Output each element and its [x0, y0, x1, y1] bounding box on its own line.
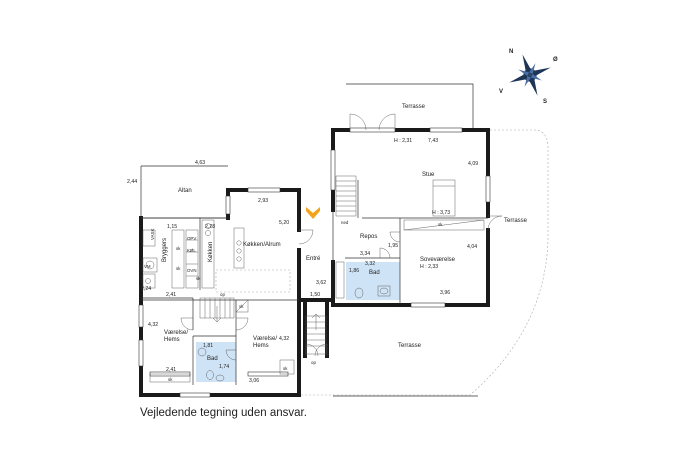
- label-sk-sovevaerelse: sk: [438, 222, 443, 227]
- height-233: H : 2,33: [420, 264, 438, 270]
- wardrobes: [149, 179, 485, 383]
- dim-174: 1,74: [219, 364, 229, 370]
- dim-306: 3,06: [249, 378, 259, 384]
- compass-o: Ø: [553, 57, 558, 63]
- dim-362: 3,62: [316, 280, 326, 286]
- dim-244: 2,44: [127, 179, 137, 185]
- room-bryggers: Bryggers: [162, 238, 168, 262]
- dim-115: 1,15: [167, 224, 177, 230]
- dim-520: 5,20: [279, 220, 289, 226]
- label-sk-bryggers: sk: [176, 266, 181, 271]
- label-op-stair: op: [220, 292, 225, 297]
- dim-241-top: 2,41: [166, 292, 176, 298]
- room-terrasse-bottom: Terrasse: [398, 343, 422, 349]
- dim-396: 3,96: [440, 290, 450, 296]
- dim-228: 2,28: [205, 224, 215, 230]
- stairs: [199, 175, 357, 355]
- room-bad-lower: Bad: [207, 356, 218, 362]
- compass-s: S: [543, 99, 547, 105]
- label-opv: OPV: [187, 236, 196, 241]
- room-bad-upper: Bad: [369, 270, 380, 276]
- dim-195: 1,95: [388, 243, 398, 249]
- room-labels: Altan Køkken/Alrum Køkken Bryggers Entré…: [162, 104, 528, 365]
- doors: [180, 113, 503, 361]
- dim-743: 7,43: [428, 138, 438, 144]
- room-vaerelse-hems-right: Værelse/Hems: [253, 336, 277, 349]
- disclaimer-text: Vejledende tegning uden ansvar.: [140, 407, 307, 419]
- dim-241-bottom: 2,41: [166, 367, 176, 373]
- height-231: H : 2,31: [394, 138, 412, 144]
- bathroom-lower-fill: [196, 342, 236, 382]
- height-373: H : 3,73: [432, 210, 450, 216]
- bathroom-fixtures: [197, 261, 391, 382]
- dim-404: 4,04: [467, 244, 477, 250]
- compass-n: N: [509, 49, 513, 55]
- dim-181: 1,81: [203, 343, 213, 349]
- room-altan: Altan: [178, 188, 192, 194]
- label-kol: KØL: [187, 248, 196, 253]
- label-op-entry: op: [311, 360, 316, 365]
- label-sk-vaerelse-left: sk: [168, 377, 173, 382]
- label-sk-hallway: sk: [196, 276, 201, 281]
- windows: [138, 127, 491, 398]
- dim-332: 3,32: [365, 261, 375, 267]
- compass-rose: N Ø S V: [499, 49, 558, 105]
- compass-v: V: [499, 89, 503, 95]
- entry-marker: [306, 207, 320, 219]
- label-ovn: OVN: [187, 268, 197, 273]
- dim-186: 1,86: [349, 268, 359, 274]
- dim-432-left: 4,32: [148, 322, 158, 328]
- dimension-labels: 4,63 2,44 1,15 2,28 2,93 5,20 2,24 2,41 …: [127, 138, 478, 384]
- fixture-labels: sk sk sk OVN OPV KØL VM VASK sk sk sk sk: [144, 222, 443, 382]
- dim-432-right: 4,32: [279, 336, 289, 342]
- label-vm: VM: [144, 264, 151, 269]
- room-repos: Repos: [360, 234, 377, 240]
- label-ned: ned: [341, 220, 349, 225]
- kitchen-fixtures: [142, 219, 291, 293]
- room-terrasse-top: Terrasse: [402, 104, 426, 110]
- dim-150: 1,50: [310, 292, 320, 298]
- dim-409: 4,09: [468, 161, 478, 167]
- room-stue: Stue: [422, 172, 435, 178]
- label-sk-kitchen: sk: [176, 246, 181, 251]
- dim-334: 3,34: [360, 251, 370, 257]
- label-sk-vaerelse-right-bottom: sk: [283, 366, 288, 371]
- room-vaerelse-hems-left: Værelse/Hems: [164, 330, 188, 343]
- label-sk-vaerelse-right-top: sk: [239, 304, 244, 309]
- dim-293: 2,93: [258, 198, 268, 204]
- room-kokken-alrum: Køkken/Alrum: [243, 242, 281, 248]
- label-vask: VASK: [150, 229, 155, 240]
- room-terrasse-right: Terrasse: [504, 218, 528, 224]
- room-entre: Entré: [306, 256, 321, 262]
- room-sovevaerelse: Soveværelse: [420, 257, 456, 263]
- dim-463: 4,63: [195, 160, 205, 166]
- dim-224: 2,24: [141, 286, 151, 292]
- room-kokken: Køkken: [208, 242, 214, 262]
